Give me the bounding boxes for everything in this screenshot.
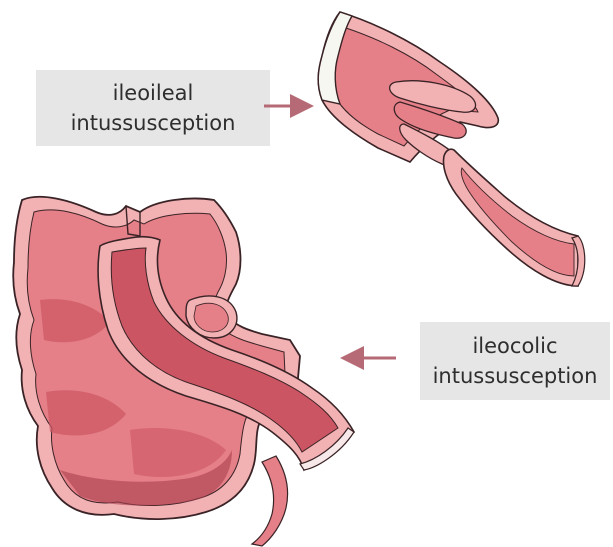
ileocolic-intussusception-drawing (13, 197, 354, 546)
ileoileal-intussusception-drawing (318, 12, 585, 286)
appendix (252, 456, 288, 546)
